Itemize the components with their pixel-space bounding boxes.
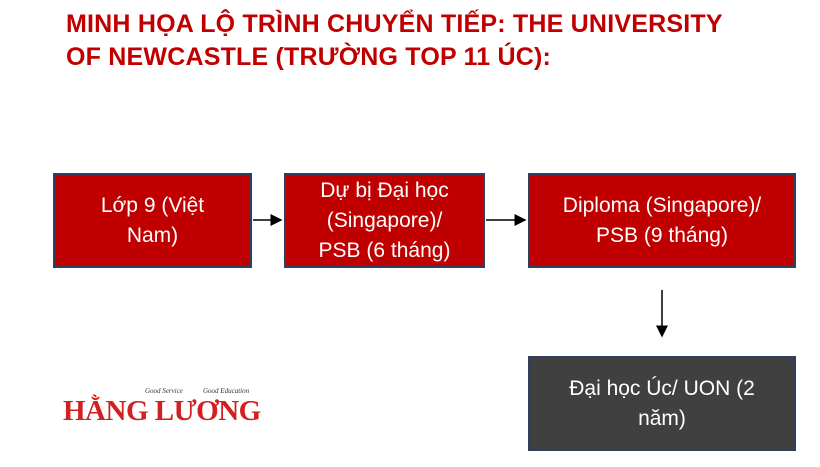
step-3-line-2: PSB (9 tháng) [596,223,728,247]
step-2-line-3: PSB (6 tháng) [318,238,451,262]
slide-title: MINH HỌA LỘ TRÌNH CHUYỂN TIẾP: THE UNIVE… [66,8,786,74]
step-1-line-2: Nam) [126,223,179,247]
logo-tagline-service: Good Service [145,387,183,395]
step-du-bi-dai-hoc: Dự bị Đại học (Singapore)/ PSB (6 tháng) [284,173,485,268]
hang-luong-logo: Good Service Good Education HẰNG LƯƠNG [63,385,303,435]
step-diploma: Diploma (Singapore)/ PSB (9 tháng) [528,173,796,268]
step-3-line-1: Diploma (Singapore)/ [562,193,762,217]
step-lop-9: Lớp 9 (Việt Nam) [53,173,252,268]
step-2-line-1: Dự bị Đại học [320,178,449,202]
step-dai-hoc-uc: Đại học Úc/ UON (2 năm) [528,356,796,451]
logo-tagline-education: Good Education [203,387,250,395]
step-2-line-2: (Singapore)/ [326,208,443,232]
step-4-line-1: Đại học Úc/ UON (2 [569,376,755,400]
step-4-line-2: năm) [638,406,686,430]
slide-title-line-1: MINH HỌA LỘ TRÌNH CHUYỂN TIẾP: THE UNIVE… [66,10,723,38]
slide-title-line-2: OF NEWCASTLE (TRƯỜNG TOP 11 ÚC): [66,43,552,71]
logo-wordmark: HẰNG LƯƠNG [63,395,261,427]
step-1-line-1: Lớp 9 (Việt [100,193,205,217]
